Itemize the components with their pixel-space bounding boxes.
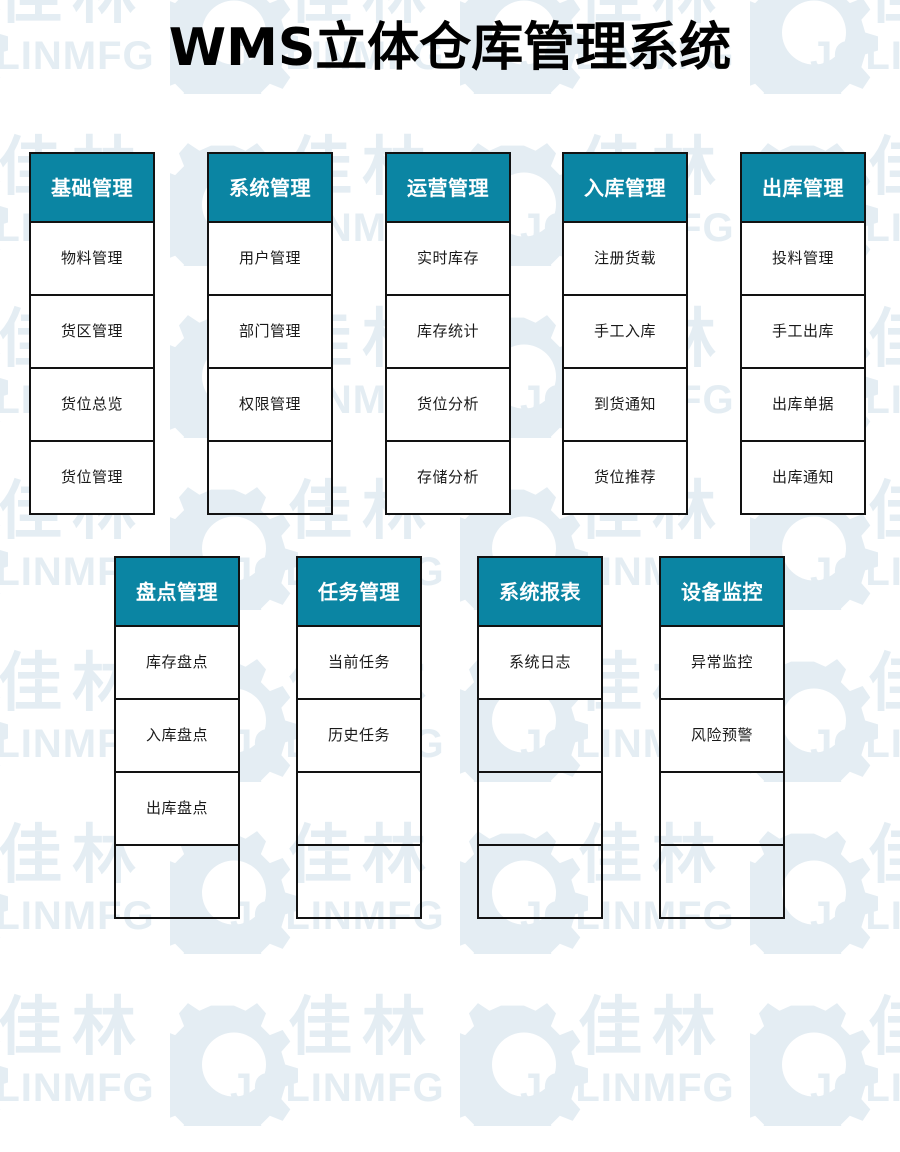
menu-column: 出库管理投料管理手工出库出库单据出库通知 xyxy=(740,152,866,515)
gear-icon xyxy=(460,1003,588,1126)
menu-item[interactable]: 实时库存 xyxy=(385,223,511,296)
menu-item[interactable]: 货区管理 xyxy=(29,296,155,369)
menu-item-empty xyxy=(207,442,333,515)
menu-column-header[interactable]: 系统管理 xyxy=(207,152,333,223)
menu-column-header[interactable]: 盘点管理 xyxy=(114,556,240,627)
menu-item[interactable]: 货位推荐 xyxy=(562,442,688,515)
watermark-hanzi: 佳林 xyxy=(288,991,436,1065)
menu-item[interactable]: 出库单据 xyxy=(740,369,866,442)
gear-icon xyxy=(170,1003,298,1126)
menu-item-empty xyxy=(659,846,785,919)
watermark-latin: JOLINMFG xyxy=(810,1066,900,1110)
menu-item[interactable]: 库存统计 xyxy=(385,296,511,369)
menu-item-empty xyxy=(477,846,603,919)
menu-item[interactable]: 出库通知 xyxy=(740,442,866,515)
menu-column: 任务管理当前任务历史任务 xyxy=(296,556,422,919)
watermark-hanzi: 佳林 xyxy=(578,991,726,1065)
menu-column-header[interactable]: 运营管理 xyxy=(385,152,511,223)
menu-item[interactable]: 历史任务 xyxy=(296,700,422,773)
menu-item[interactable]: 货位管理 xyxy=(29,442,155,515)
watermark-hanzi: 佳林 xyxy=(0,991,146,1065)
watermark-latin: JOLINMFG xyxy=(0,1066,155,1110)
menu-column: 设备监控异常监控风险预警 xyxy=(659,556,785,919)
menu-item-empty xyxy=(659,773,785,846)
watermark-hanzi: 佳林 xyxy=(868,996,900,1060)
menu-item[interactable]: 存储分析 xyxy=(385,442,511,515)
menu-item[interactable]: 权限管理 xyxy=(207,369,333,442)
menu-column-header[interactable]: 基础管理 xyxy=(29,152,155,223)
menu-item[interactable]: 物料管理 xyxy=(29,223,155,296)
menu-board: 基础管理物料管理货区管理货位总览货位管理系统管理用户管理部门管理权限管理运营管理… xyxy=(29,152,866,919)
menu-item-empty xyxy=(114,846,240,919)
menu-item[interactable]: 用户管理 xyxy=(207,223,333,296)
menu-item[interactable]: 部门管理 xyxy=(207,296,333,369)
menu-item-empty xyxy=(477,700,603,773)
menu-item[interactable]: 入库盘点 xyxy=(114,700,240,773)
menu-column-header[interactable]: 入库管理 xyxy=(562,152,688,223)
watermark-tile: 佳林 JOLINMFG xyxy=(750,992,900,1152)
menu-item[interactable]: 到货通知 xyxy=(562,369,688,442)
gear-icon xyxy=(0,1041,8,1110)
watermark-latin: JOLINMFG xyxy=(230,1066,445,1110)
watermark-latin: JOLINMFG xyxy=(520,1066,735,1110)
menu-item[interactable]: 投料管理 xyxy=(740,223,866,296)
menu-column-header[interactable]: 系统报表 xyxy=(477,556,603,627)
page-title: WMS立体仓库管理系统 xyxy=(168,18,732,78)
menu-item-empty xyxy=(477,773,603,846)
menu-column-header[interactable]: 任务管理 xyxy=(296,556,422,627)
menu-column-header[interactable]: 出库管理 xyxy=(740,152,866,223)
menu-column: 基础管理物料管理货区管理货位总览货位管理 xyxy=(29,152,155,515)
menu-column: 入库管理注册货载手工入库到货通知货位推荐 xyxy=(562,152,688,515)
gear-icon xyxy=(750,1003,878,1126)
menu-item[interactable]: 手工出库 xyxy=(740,296,866,369)
menu-item[interactable]: 当前任务 xyxy=(296,627,422,700)
menu-item[interactable]: 手工入库 xyxy=(562,296,688,369)
menu-item[interactable]: 异常监控 xyxy=(659,627,785,700)
menu-item[interactable]: 库存盘点 xyxy=(114,627,240,700)
menu-item[interactable]: 风险预警 xyxy=(659,700,785,773)
menu-item[interactable]: 注册货载 xyxy=(562,223,688,296)
menu-item[interactable]: 货位分析 xyxy=(385,369,511,442)
menu-item[interactable]: 货位总览 xyxy=(29,369,155,442)
menu-column: 运营管理实时库存库存统计货位分析存储分析 xyxy=(385,152,511,515)
menu-item[interactable]: 出库盘点 xyxy=(114,773,240,846)
menu-column-header[interactable]: 设备监控 xyxy=(659,556,785,627)
menu-column: 盘点管理库存盘点入库盘点出库盘点 xyxy=(114,556,240,919)
menu-column: 系统管理用户管理部门管理权限管理 xyxy=(207,152,333,515)
menu-item-empty xyxy=(296,773,422,846)
menu-item[interactable]: 系统日志 xyxy=(477,627,603,700)
menu-item-empty xyxy=(296,846,422,919)
menu-column: 系统报表系统日志 xyxy=(477,556,603,919)
